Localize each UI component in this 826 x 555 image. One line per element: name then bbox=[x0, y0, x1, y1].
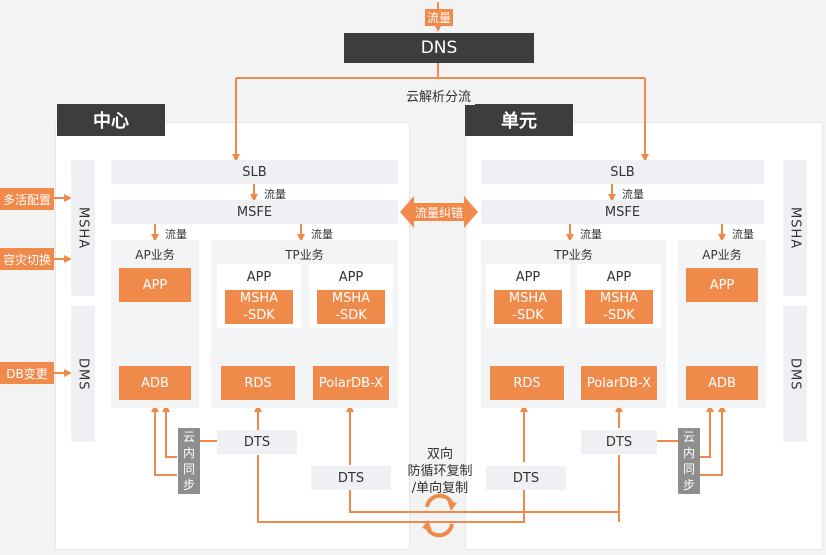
center-tp-app-label-1: APP bbox=[246, 270, 272, 285]
replication-line-2: 防循环复制 bbox=[407, 464, 473, 479]
flow-correction-label: 流量纠错 bbox=[415, 206, 464, 220]
unit-ap-flow-label: 流量 bbox=[732, 228, 754, 241]
unit-dms-sidebar: DMS bbox=[783, 306, 807, 442]
unit-msha-sdk-2: MSHA -SDK bbox=[585, 290, 653, 324]
center-ap-title: AP业务 bbox=[135, 248, 175, 262]
unit-rds: RDS bbox=[490, 366, 564, 400]
replication-line-3: /单向复制 bbox=[411, 481, 469, 496]
center-slb-flow-label: 流量 bbox=[264, 188, 286, 201]
center-msha-sidebar: MSHA bbox=[71, 160, 95, 296]
dns-box: DNS bbox=[344, 33, 534, 63]
unit-tp-app-label-2: APP bbox=[606, 270, 632, 285]
center-sync-char-2: 内 bbox=[182, 446, 195, 460]
unit-polardb: PolarDB-X bbox=[581, 366, 657, 400]
center-msha-sdk-2-line1: MSHA bbox=[331, 291, 371, 306]
unit-ap-app: APP bbox=[686, 268, 758, 302]
unit-ap-title: AP业务 bbox=[702, 248, 742, 262]
unit-tp-flow-label: 流量 bbox=[580, 228, 602, 241]
top-flow-label: 流量 bbox=[425, 9, 454, 26]
flow-correction-arrow bbox=[400, 196, 478, 228]
center-ap-flow-label: 流量 bbox=[165, 228, 187, 241]
unit-cloud-sync-tag: 云 内 同 步 bbox=[678, 428, 700, 494]
unit-msha-sdk-1-line1: MSHA bbox=[508, 291, 548, 306]
center-dts: DTS bbox=[217, 430, 297, 454]
unit-adb: ADB bbox=[686, 366, 758, 400]
dns-split-lines bbox=[235, 63, 646, 158]
unit-msfe-bar: MSFE bbox=[481, 200, 764, 224]
center-ap-app: APP bbox=[119, 268, 191, 302]
center-polardb: PolarDB-X bbox=[313, 366, 389, 400]
center-sync-char-4: 步 bbox=[182, 478, 195, 492]
center-dts-2: DTS bbox=[311, 466, 391, 490]
unit-slb-bar: SLB bbox=[481, 160, 764, 184]
unit-sync-char-4: 步 bbox=[682, 478, 695, 492]
center-dms-sidebar: DMS bbox=[71, 306, 95, 442]
unit-dts-2: DTS bbox=[486, 466, 566, 490]
center-tp-title: TP业务 bbox=[285, 248, 324, 262]
unit-msha-sdk-2-line2: -SDK bbox=[603, 308, 635, 323]
unit-sync-char-1: 云 bbox=[682, 430, 695, 444]
unit-region-title: 单元 bbox=[465, 104, 573, 136]
center-region-title: 中心 bbox=[57, 104, 165, 136]
replication-line-1: 双向 bbox=[426, 447, 453, 462]
center-adb: ADB bbox=[119, 366, 191, 400]
replication-cycle-icon bbox=[422, 493, 457, 538]
unit-slb-flow-label: 流量 bbox=[622, 188, 644, 201]
cloud-split-label: 云解析分流 bbox=[402, 86, 476, 105]
center-tp-flow-label: 流量 bbox=[311, 228, 333, 241]
unit-sync-char-3: 同 bbox=[682, 462, 695, 476]
left-tag-db-change: DB变更 bbox=[0, 362, 54, 384]
unit-dts: DTS bbox=[581, 430, 657, 454]
center-sync-char-1: 云 bbox=[182, 430, 195, 444]
center-dts-rep-line bbox=[257, 455, 525, 523]
unit-tp-title: TP业务 bbox=[554, 248, 593, 262]
unit-msha-sdk-1-line2: -SDK bbox=[512, 308, 544, 323]
center-rds: RDS bbox=[221, 366, 295, 400]
replication-label: 双向 防循环复制 /单向复制 bbox=[400, 446, 480, 497]
unit-msha-sdk-2-line1: MSHA bbox=[599, 291, 639, 306]
center-cloud-sync-tag: 云 内 同 步 bbox=[178, 428, 200, 494]
center-msha-sdk-2-line2: -SDK bbox=[335, 308, 367, 323]
unit-msha-sdk-1: MSHA -SDK bbox=[494, 290, 562, 324]
center-msfe-bar: MSFE bbox=[111, 200, 398, 224]
center-msha-sdk-1-line1: MSHA bbox=[239, 291, 279, 306]
center-msha-sdk-1-line2: -SDK bbox=[243, 308, 275, 323]
center-sync-char-3: 同 bbox=[182, 462, 195, 476]
unit-sync-char-2: 内 bbox=[682, 446, 695, 460]
center-sync-inner bbox=[162, 404, 177, 458]
left-tag-disaster-switch: 容灾切换 bbox=[0, 248, 54, 270]
center-tp-app-label-2: APP bbox=[338, 270, 364, 285]
center-sync-outer bbox=[151, 404, 177, 476]
center-msha-sdk-2: MSHA -SDK bbox=[317, 290, 385, 324]
shared-dts-rep-line bbox=[349, 488, 618, 513]
unit-tp-app-label-1: APP bbox=[515, 270, 541, 285]
left-tag-multi-active-config: 多活配置 bbox=[0, 188, 54, 210]
center-msha-sdk-1: MSHA -SDK bbox=[225, 290, 293, 324]
center-slb-bar: SLB bbox=[111, 160, 398, 184]
unit-msha-sidebar: MSHA bbox=[783, 160, 807, 296]
